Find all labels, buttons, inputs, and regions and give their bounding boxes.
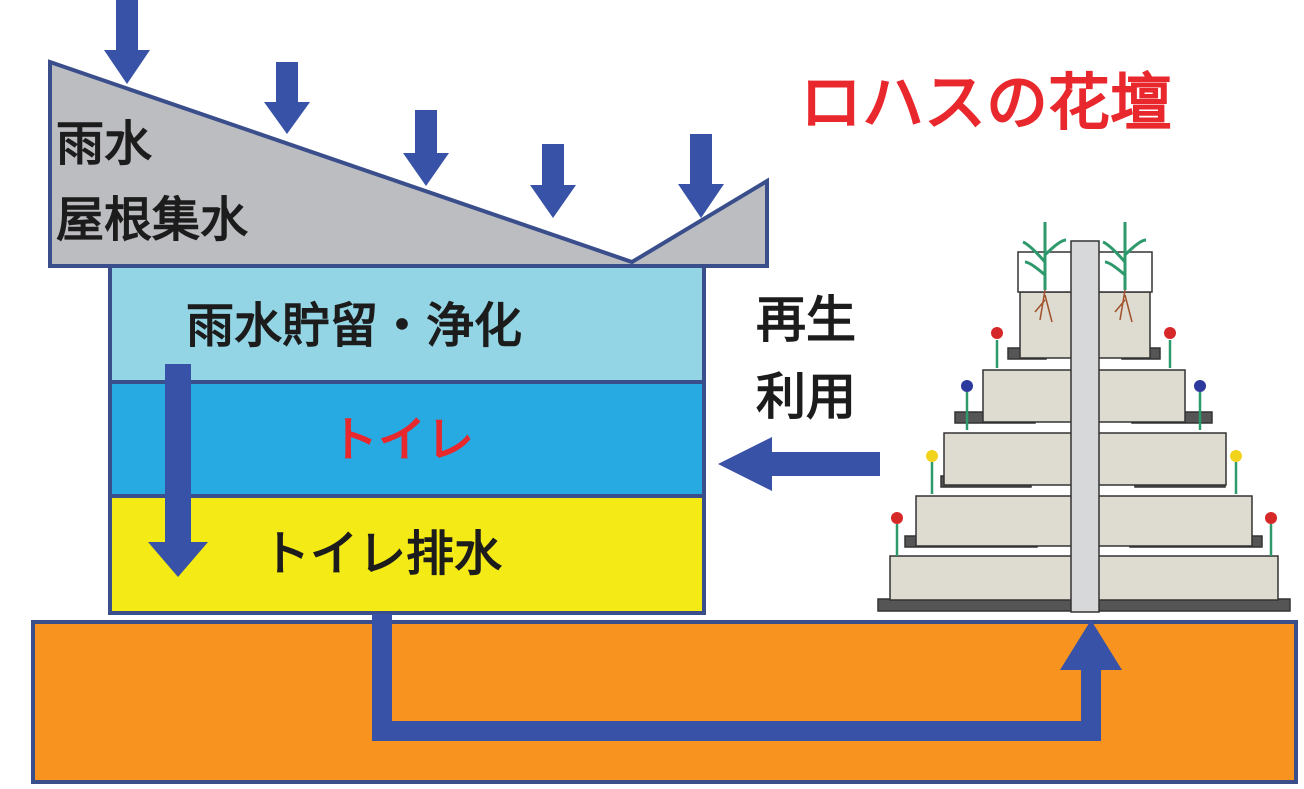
roof-label-line2: 屋根集水 <box>56 192 249 248</box>
drain-layer <box>108 494 706 615</box>
underground-pipe <box>372 614 1122 741</box>
storage-label: 雨水貯留・浄化 <box>186 298 523 354</box>
roof-label-line1: 雨水 <box>56 116 153 172</box>
plant-icon <box>1022 222 1147 290</box>
flower-icon <box>891 327 1277 556</box>
reuse-label-line2: 利用 <box>756 368 856 426</box>
drain-arrow <box>148 364 208 577</box>
storage-layer <box>108 263 706 384</box>
reuse-arrow <box>718 437 880 491</box>
page-title: ロハスの花壇 <box>800 66 1173 139</box>
roots <box>1034 289 1133 323</box>
drain-label: トイレ排水 <box>262 526 503 582</box>
rain-arrow-icon <box>104 0 724 218</box>
roof <box>48 59 769 268</box>
toilet-layer <box>108 380 706 498</box>
reuse-label-line1: 再生 <box>756 291 856 349</box>
toilet-label: トイレ <box>330 412 475 468</box>
flower-bed <box>877 240 1291 613</box>
